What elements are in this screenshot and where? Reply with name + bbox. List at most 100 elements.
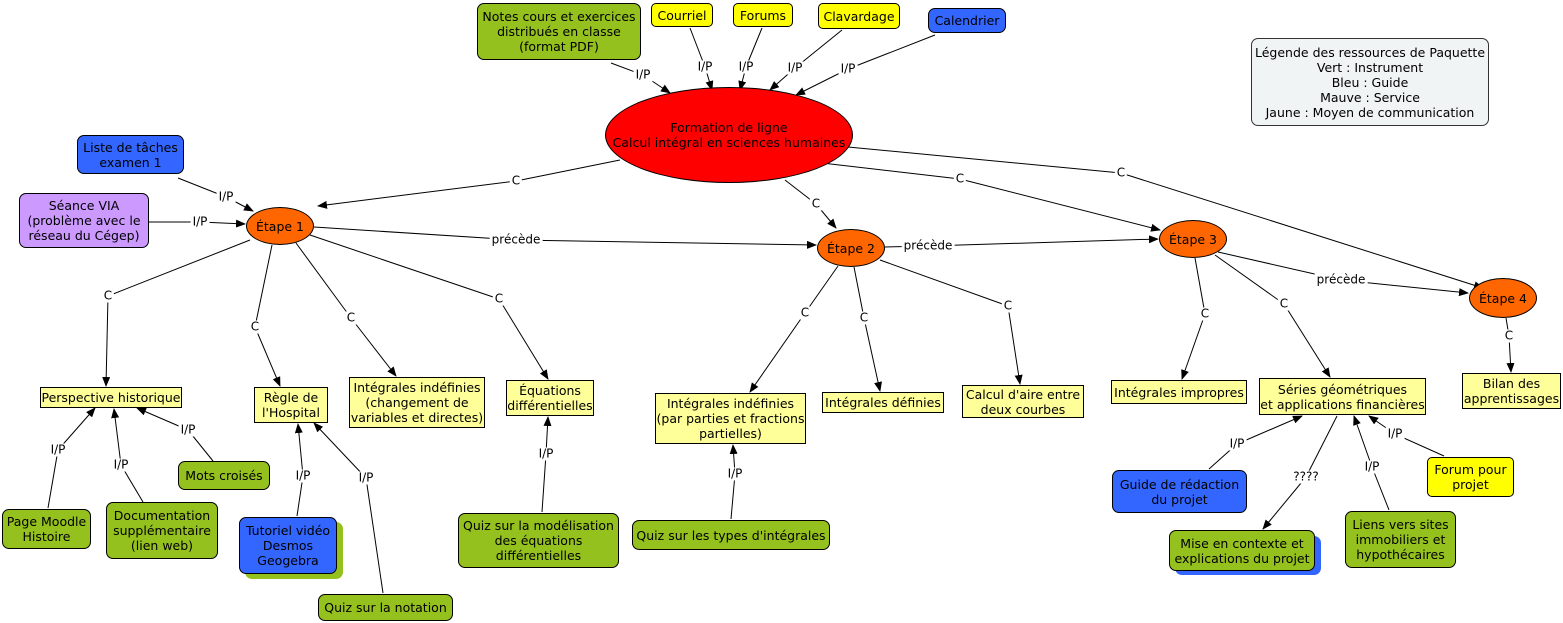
edge-etape1-equations-arrow (498, 298, 549, 380)
edge-etape1-hospital-label: C (248, 319, 262, 334)
edge-etape1-hospital-arrow (254, 326, 281, 387)
edge-seance-etape1-label: I/P (190, 214, 210, 229)
edge-formation-etape3-arrow (959, 178, 1161, 232)
edge-etape1-intindef1-start (295, 242, 352, 319)
edge-etape2-intindef2-start (804, 265, 839, 314)
edge-etape2-etape3-label: précède (901, 238, 955, 253)
seance-via-node[interactable]: Séance VIA (problème avec le réseau du C… (19, 193, 149, 248)
clavardage-node[interactable]: Clavardage (818, 3, 900, 29)
edge-quiztypes-intindef2-label: I/P (725, 466, 745, 481)
equations-node[interactable]: Équations différentielles (506, 380, 594, 416)
edge-etape1-intindef1-label: C (344, 310, 358, 325)
edge-moodle-perspective-label: I/P (48, 442, 68, 457)
edge-documentation-perspective-label: I/P (111, 457, 131, 472)
edge-etape4-bilan-label: C (1502, 328, 1516, 343)
hospital-node[interactable]: Règle de l'Hospital (254, 387, 328, 423)
edge-etape3-series-arrow (1283, 303, 1331, 378)
edge-quizmodel-equations-label: I/P (536, 446, 556, 461)
quiz-types-node[interactable]: Quiz sur les types d'intégrales (632, 520, 830, 550)
edge-etape3-series-start (1214, 254, 1285, 305)
edge-formation-etape3-label: C (953, 171, 967, 186)
edge-moodle-perspective-start (47, 449, 59, 509)
int-indef2-node[interactable]: Intégrales indéfinies (par parties et fr… (655, 393, 806, 444)
etape-1-node[interactable]: Étape 1 (246, 207, 314, 245)
legend-title: Légende des ressources de Paquette (1254, 44, 1486, 60)
guide-redaction-node[interactable]: Guide de rédaction du projet (1112, 470, 1247, 513)
edge-tutoriel-hospital-arrow (294, 423, 304, 477)
edge-formation-etape4-start (847, 146, 1122, 174)
edge-formation-etape2-label: C (809, 196, 823, 211)
etape-2-node[interactable]: Étape 2 (817, 229, 885, 267)
courriel-node[interactable]: Courriel (651, 3, 713, 27)
legend-service: Mauve : Service (1320, 89, 1420, 105)
edge-liens-series-start (1371, 466, 1390, 511)
edge-quiznotation-hospital-arrow (313, 422, 367, 479)
formation-node[interactable]: Formation de ligne Calcul intégral en sc… (605, 87, 853, 183)
edge-quiznotation-hospital-label: I/P (356, 470, 376, 485)
quiz-modelisation-node[interactable]: Quiz sur la modélisation des équations d… (458, 513, 619, 568)
edge-liens-series-label: I/P (1362, 459, 1382, 474)
edge-etape3-impropres-arrow (1181, 313, 1206, 380)
edge-etape2-intindef2-arrow (749, 312, 806, 393)
edge-formation-etape3-start (821, 162, 961, 180)
edge-etape1-perspective-start (107, 239, 251, 297)
liste-taches-node[interactable]: Liste de tâches examen 1 (77, 135, 184, 174)
etape-3-node[interactable]: Étape 3 (1159, 220, 1227, 258)
edge-etape2-intdef-label: C (857, 310, 871, 325)
edge-formation-etape1-arrow (317, 180, 517, 209)
edge-etape1-etape2-start (313, 226, 517, 241)
edge-etape3-series-label: C (1277, 296, 1291, 311)
forum-projet-node[interactable]: Forum pour projet (1427, 457, 1514, 497)
series-node[interactable]: Séries géométriques et applications fina… (1259, 378, 1426, 415)
edge-series-misecontexte-start (1305, 415, 1338, 478)
quiz-notation-node[interactable]: Quiz sur la notation (318, 594, 453, 621)
edge-etape2-aire-arrow (1007, 305, 1023, 385)
int-def-node[interactable]: Intégrales définies (822, 392, 944, 413)
calendrier-node[interactable]: Calendrier (928, 8, 1006, 33)
legend-guide: Bleu : Guide (1331, 74, 1409, 90)
int-indef1-node[interactable]: Intégrales indéfinies (changement de var… (349, 377, 485, 428)
edge-etape1-etape2-arrow (515, 239, 817, 249)
tutoriel-node[interactable]: Tutoriel vidéo Desmos Geogebra (239, 517, 337, 574)
edge-etape3-impropres-start (1194, 257, 1206, 315)
edge-etape2-intdef-start (853, 266, 865, 319)
mise-contexte-node[interactable]: Mise en contexte et explications du proj… (1169, 530, 1315, 571)
edge-calendrier-formation-label: I/P (838, 61, 858, 76)
edge-motscroises-perspective-label: I/P (178, 422, 198, 437)
mots-croises-node[interactable]: Mots croisés (178, 461, 270, 490)
bilan-node[interactable]: Bilan des apprentissages (1462, 373, 1561, 409)
edge-moodle-perspective-arrow (57, 407, 96, 451)
forums-node[interactable]: Forums (733, 3, 793, 27)
edge-formation-etape1-label: C (509, 173, 523, 188)
impropres-node[interactable]: Intégrales impropres (1111, 380, 1247, 404)
notes-node[interactable]: Notes cours et exercices distribués en c… (477, 3, 641, 60)
documentation-node[interactable]: Documentation supplémentaire (lien web) (106, 502, 218, 559)
edge-documentation-perspective-arrow (111, 408, 122, 466)
edge-etape1-hospital-start (254, 244, 273, 328)
aire-node[interactable]: Calcul d'aire entre deux courbes (962, 385, 1084, 418)
etape-4-node[interactable]: Étape 4 (1469, 278, 1537, 318)
edge-etape2-intindef2-label: C (798, 305, 812, 320)
perspective-node[interactable]: Perspective historique (40, 387, 182, 408)
edge-etape1-equations-start (309, 234, 500, 300)
edge-forumprojet-series-label: I/P (1385, 426, 1405, 441)
edge-etape2-aire-start (879, 259, 1009, 307)
edge-etape3-impropres-label: C (1198, 306, 1212, 321)
edge-clavardage-formation-label: I/P (785, 60, 805, 75)
edge-etape1-equations-label: C (492, 291, 506, 306)
edge-etape2-etape3-arrow (927, 235, 1159, 247)
edge-tutoriel-hospital-label: I/P (293, 468, 313, 483)
edge-etape1-intindef1-arrow (350, 317, 397, 377)
legend-instrument: Vert : Instrument (1316, 59, 1424, 75)
edge-calendrier-formation-start (847, 34, 936, 70)
edge-formation-etape1-start (515, 159, 621, 182)
page-moodle-node[interactable]: Page Moodle Histoire (2, 509, 91, 549)
edge-quizmodel-equations-start (541, 453, 547, 513)
edge-guide-series-arrow (1236, 415, 1303, 445)
edge-forums-formation-label: I/P (736, 59, 756, 74)
legend-box: Légende des ressources de Paquette Vert … (1251, 38, 1489, 126)
edge-notes-formation-label: I/P (633, 67, 653, 82)
edge-courriel-formation-label: I/P (695, 59, 715, 74)
liens-sites-node[interactable]: Liens vers sites immobiliers et hypothéc… (1345, 511, 1456, 568)
edge-etape2-aire-label: C (1001, 298, 1015, 313)
